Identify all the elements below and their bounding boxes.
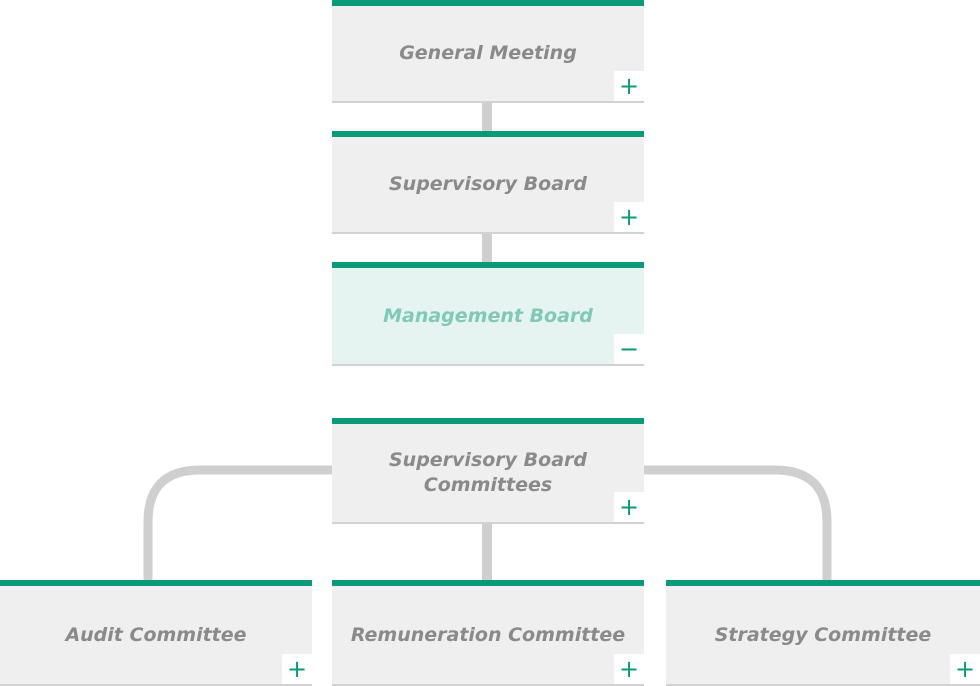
connector-meeting-to-supervisory bbox=[482, 102, 492, 132]
expand-plus-icon[interactable]: + bbox=[282, 654, 312, 684]
node-management-board[interactable]: Management Board − bbox=[332, 262, 644, 366]
node-supervisory-board[interactable]: Supervisory Board + bbox=[332, 131, 644, 234]
connector-committees-to-audit bbox=[143, 465, 332, 582]
connector-committees-to-strategy bbox=[644, 465, 832, 582]
node-strategy-committee[interactable]: Strategy Committee + bbox=[666, 580, 980, 686]
node-label: Management Board bbox=[383, 304, 593, 327]
connector-committees-to-remuneration bbox=[482, 522, 492, 582]
node-label: Supervisory Board Committees bbox=[388, 449, 588, 496]
node-label: General Meeting bbox=[399, 42, 577, 64]
node-label: Remuneration Committee bbox=[350, 623, 626, 646]
node-supervisory-board-committees[interactable]: Supervisory Board Committees + bbox=[332, 418, 644, 524]
collapse-minus-icon[interactable]: − bbox=[614, 334, 644, 364]
node-general-meeting[interactable]: General Meeting + bbox=[332, 0, 644, 103]
node-label: Strategy Committee bbox=[714, 623, 932, 646]
expand-plus-icon[interactable]: + bbox=[950, 654, 980, 684]
expand-plus-icon[interactable]: + bbox=[614, 202, 644, 232]
node-label: Audit Committee bbox=[65, 623, 247, 646]
connector-supervisory-to-management bbox=[482, 233, 492, 263]
node-audit-committee[interactable]: Audit Committee + bbox=[0, 580, 312, 686]
node-label: Supervisory Board bbox=[388, 173, 588, 195]
expand-plus-icon[interactable]: + bbox=[614, 492, 644, 522]
expand-plus-icon[interactable]: + bbox=[614, 71, 644, 101]
node-remuneration-committee[interactable]: Remuneration Committee + bbox=[332, 580, 644, 686]
expand-plus-icon[interactable]: + bbox=[614, 654, 644, 684]
